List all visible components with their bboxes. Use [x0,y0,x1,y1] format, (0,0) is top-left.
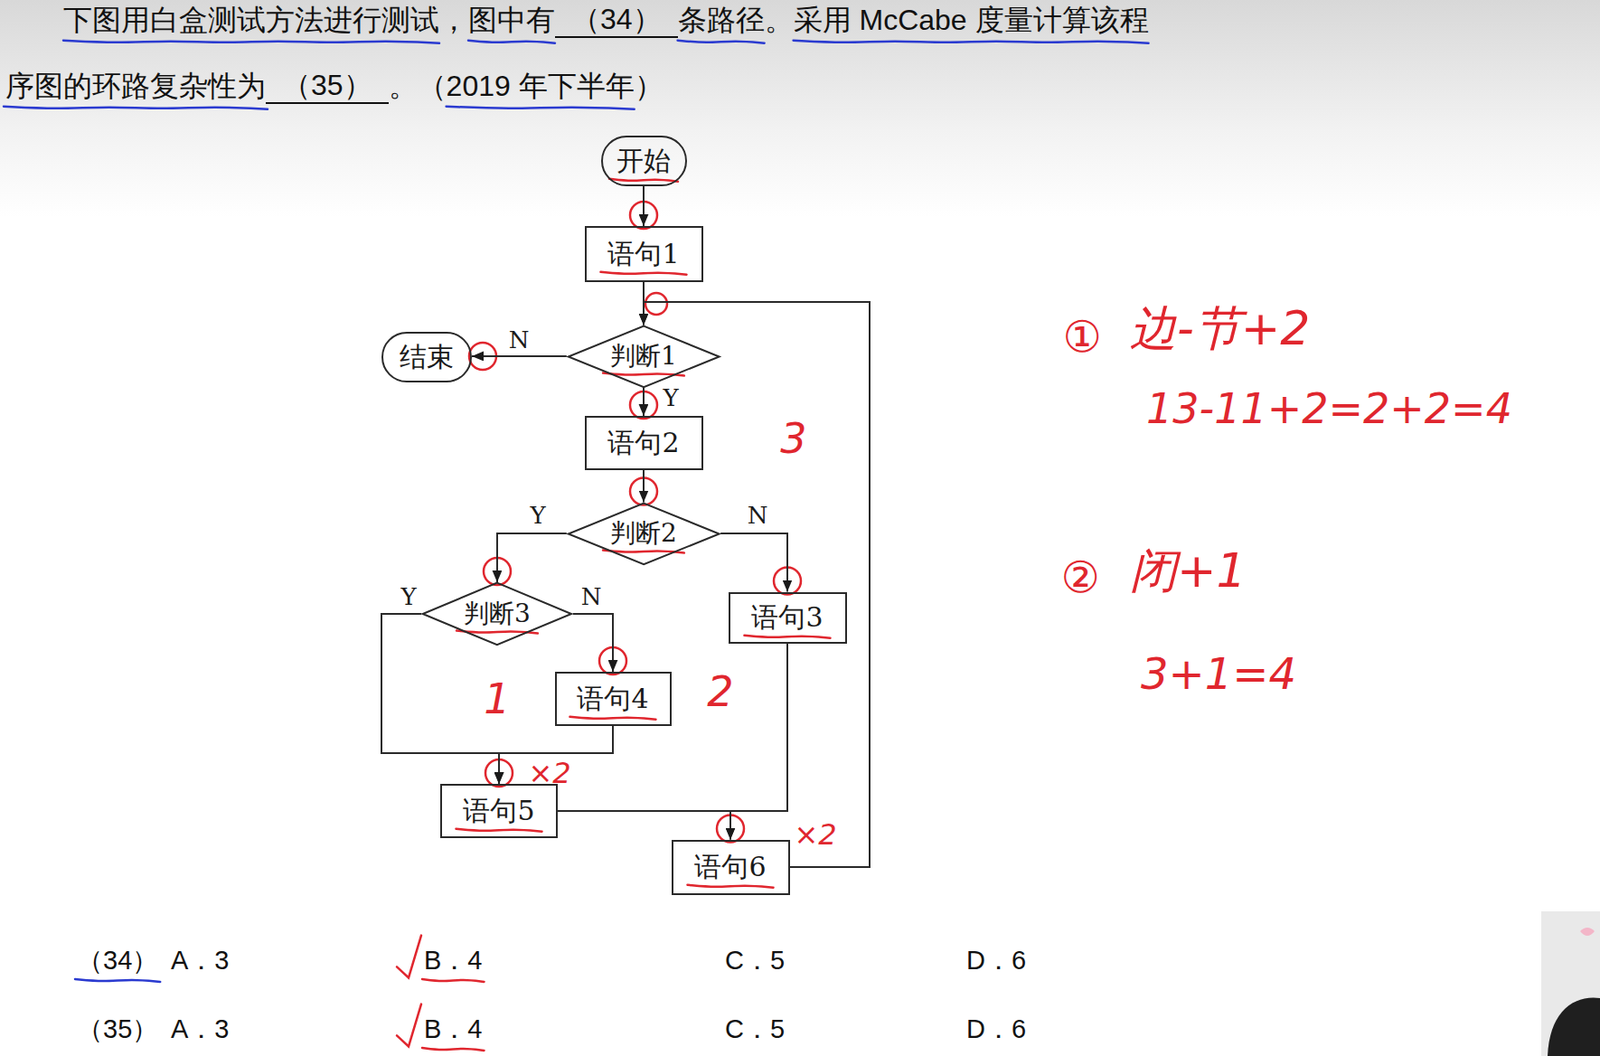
flow-arrow [642,470,645,503]
flow-arrow [573,613,613,672]
hand-underline [677,40,765,44]
answer-option: C．5 [724,944,785,977]
hand-underline [3,106,268,110]
handwritten-note: 2 [706,668,734,716]
flow-arrow [471,355,567,358]
node-text: 开始 [616,145,671,178]
hand-underline [455,828,542,832]
hand-underline [468,40,556,44]
node-text: 语句1 [607,238,679,271]
question-text: 下图用白盒测试方法进行测试，图中有 [63,2,556,38]
handwritten-note: ×2 [527,757,571,790]
diamond-outline [568,502,720,565]
terminal-node: 开始 [601,135,688,187]
branch-label: N [579,583,604,611]
hand-underline [600,272,687,275]
answer-blank: （34） [555,1,678,38]
terminal-node: 结束 [381,331,472,383]
hand-underline [569,716,656,720]
flow-arrow [557,810,731,840]
diamond-outline [568,325,720,387]
node-text: 语句2 [607,427,679,460]
flow-arrow [381,613,499,784]
decision-diamond: 判断1 [566,325,721,388]
question-text: 。（2019 年下半年） [388,68,664,104]
process-box: 语句5 [440,783,558,838]
process-box: 语句3 [728,592,848,644]
handwritten-note: ×2 [793,818,837,851]
flow-arrow [642,186,645,226]
hand-circle [645,292,668,315]
check-mark [396,935,422,979]
branch-label: N [507,327,532,354]
branch-label: Y [527,502,547,529]
process-box: 语句6 [671,839,791,895]
flow-arrow [642,386,645,416]
branch-label: Y [660,385,680,412]
avatar-panel [1541,911,1600,1056]
answer-option: B．4 [423,1013,482,1045]
flow-arrow [720,533,788,593]
avatar-figure [1547,997,1600,1056]
hand-underline [422,978,484,982]
avatar-logo [1580,927,1595,936]
handwritten-note: 1 [483,676,510,723]
question-number: （34） [76,944,159,977]
node-text: 判断1 [610,341,678,371]
hand-underline [609,178,678,182]
node-text: 语句3 [751,602,823,634]
hand-underline [63,40,440,44]
flow-arrow [497,533,567,583]
node-text: 语句5 [462,795,535,828]
hand-underline [422,1047,484,1051]
answer-option: A．3 [170,1013,229,1045]
question-text: 序图的环路复杂性为 [5,68,266,104]
diamond-outline [423,583,572,646]
check-mark [396,1004,422,1047]
hand-underline [793,40,1149,44]
hand-underline [75,978,160,982]
node-text: 语句4 [576,683,649,716]
process-box: 语句1 [584,225,704,283]
answer-option: B．4 [423,944,482,977]
node-text: 判断3 [463,599,531,629]
answer-option: C．5 [724,1013,785,1045]
handwritten-note: 闭+1 [1129,545,1247,597]
hand-underline [687,884,773,888]
branch-label: N [745,502,771,529]
decision-diamond: 判断2 [566,502,721,565]
question-number: （35） [76,1013,159,1045]
answer-blank: （35） [265,67,389,104]
handwritten-note: 3+1=4 [1140,649,1297,698]
flow-arrow [643,301,870,867]
handwritten-note: 3 [780,415,807,462]
question-text: 条路径。采用 McCabe 度量计算该程 [677,2,1149,38]
process-box: 语句4 [555,671,672,726]
node-text: 语句6 [694,851,766,884]
hand-underline [446,106,635,110]
answer-option: A．3 [170,944,229,977]
handwritten-note: ② [1060,553,1100,602]
branch-label: Y [398,583,418,611]
process-box: 语句2 [584,415,704,471]
decision-diamond: 判断3 [421,582,574,646]
node-text: 结束 [399,341,454,374]
flow-arrow [730,643,788,840]
answer-option: D．6 [966,944,1026,977]
answer-option: D．6 [966,1013,1026,1045]
handwritten-note: 边-节+2 [1129,302,1310,355]
handwritten-note: ① [1062,312,1102,361]
node-text: 判断2 [610,518,678,548]
handwritten-note: 13-11+2=2+2=4 [1146,385,1513,433]
hand-underline [743,635,830,639]
